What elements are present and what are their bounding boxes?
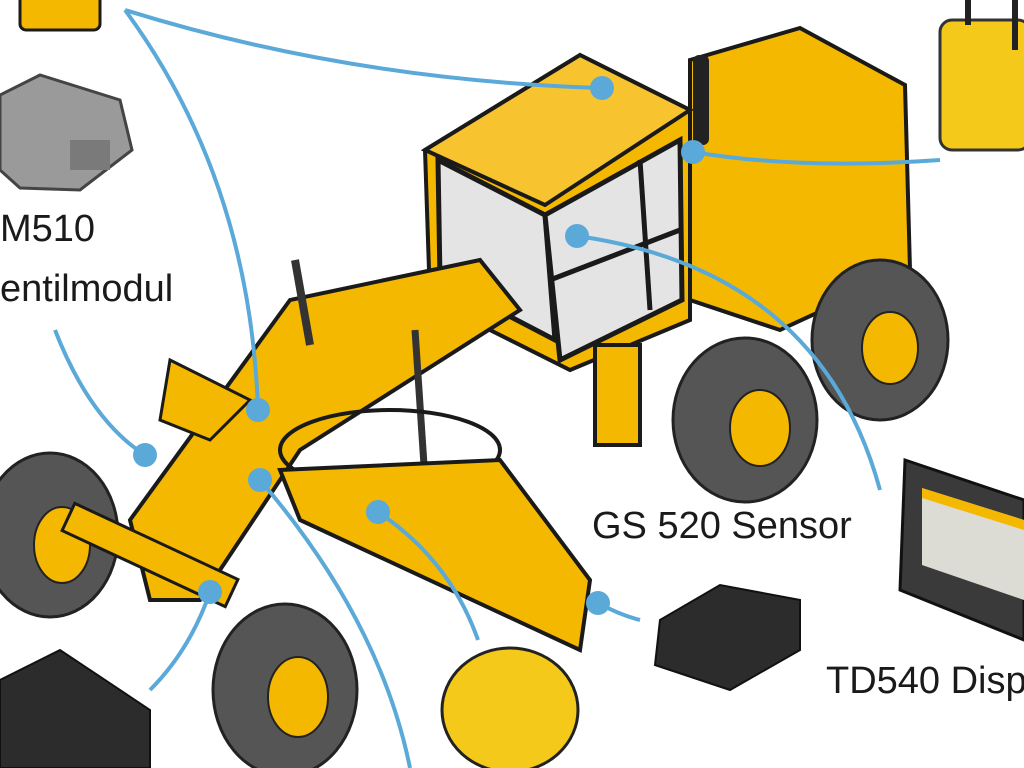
valve-module (0, 73, 134, 192)
callout-dots (133, 76, 705, 615)
gs520-sensor-device (653, 583, 801, 692)
grader-body (0, 25, 950, 768)
rotation-sensor-device (440, 646, 580, 768)
control-box-device (0, 648, 151, 768)
m510-label: M510 (0, 208, 96, 250)
gps-receiver (938, 0, 1024, 152)
top-left-component (18, 0, 102, 32)
gs520-sensor-label: GS 520 Sensor (592, 505, 852, 547)
callout-lines (53, 8, 941, 768)
valve-module-label: entilmodul (0, 268, 174, 310)
td540-display-device (898, 457, 1024, 642)
td540-display-label: TD540 Disp (826, 660, 1024, 702)
